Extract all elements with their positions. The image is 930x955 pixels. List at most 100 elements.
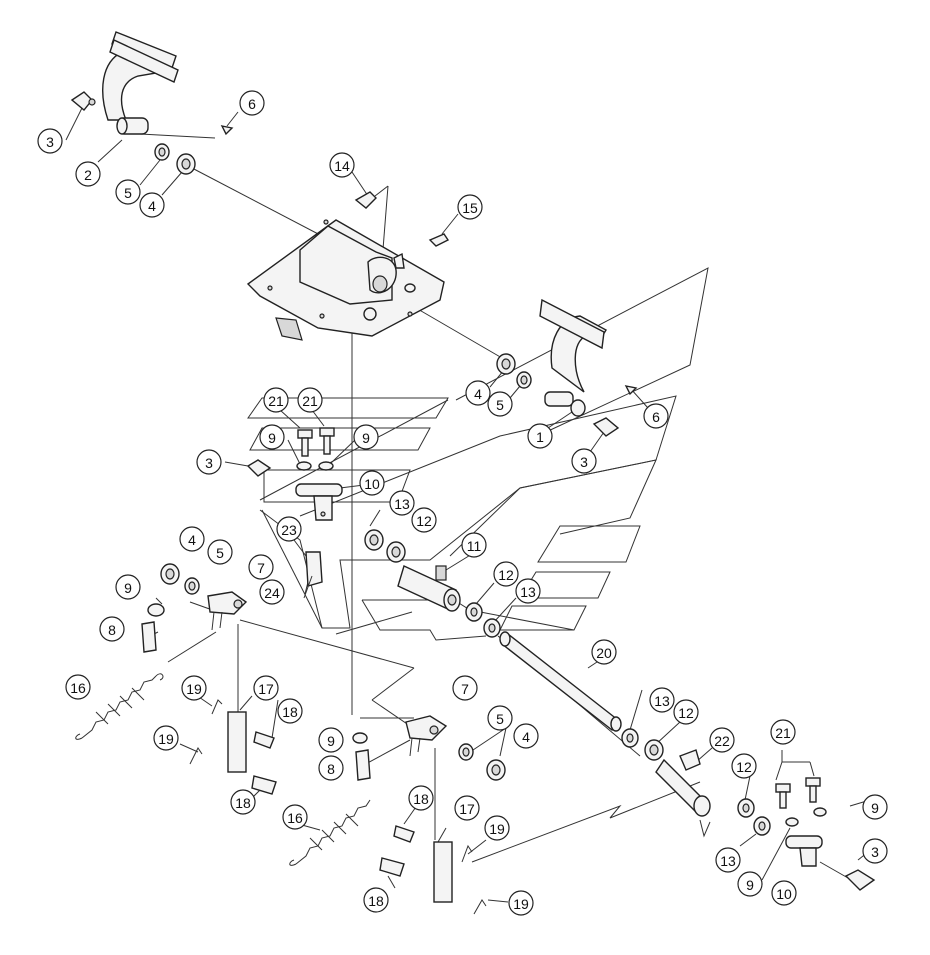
callout-circle [411,507,437,533]
callout-number: 3 [205,455,213,471]
callout-8: 8 [99,616,125,642]
callout-circle [715,847,741,873]
callout-number: 18 [368,893,384,909]
callout-number: 2 [84,167,92,183]
callout-circle [153,725,179,751]
cotter-6-upper [220,125,234,136]
callout-circle [515,578,541,604]
mounting-bracket-part [246,219,445,341]
callout-number: 14 [334,158,350,174]
pedal-right-part [539,298,638,417]
callout-circle [207,539,233,565]
callout-number: 8 [327,761,335,777]
callout-circle [591,639,617,665]
callout-number: 5 [496,397,504,413]
callout-circle [263,387,289,413]
callout-18: 18 [363,887,389,913]
callout-number: 3 [46,134,54,150]
callout-3: 3 [196,449,222,475]
callout-number: 8 [108,622,116,638]
callout-circle [37,128,63,154]
callout-18: 18 [408,785,434,811]
callout-circle [770,719,796,745]
callout-number: 4 [148,198,156,214]
callout-15: 15 [457,194,483,220]
callout-circle [527,423,553,449]
callout-circle [408,785,434,811]
callout-5: 5 [487,391,513,417]
callout-number: 19 [158,731,174,747]
callout-number: 11 [467,538,482,554]
callout-number: 17 [258,681,274,697]
callout-5: 5 [115,179,141,205]
callout-circle [571,448,597,474]
callout-number: 21 [302,393,318,409]
callout-circle [731,753,757,779]
callout-number: 12 [498,567,514,583]
bushings-13-12-right [621,728,664,761]
pin-15 [428,233,450,247]
pin-3-right [592,417,620,437]
right-linkage-7 [352,715,448,781]
callout-12: 12 [673,699,699,725]
callout-number: 19 [186,681,202,697]
callout-6: 6 [239,90,265,116]
callout-13: 13 [515,578,541,604]
pivot-10-upper [295,483,343,521]
callout-number: 10 [776,886,792,902]
callout-number: 9 [746,877,754,893]
spring-16-lower [289,799,371,866]
callout-3: 3 [571,448,597,474]
callout-9: 9 [353,424,379,450]
callout-circle [277,698,303,724]
callout-number: 10 [364,476,380,492]
callout-7: 7 [248,554,274,580]
callout-number: 24 [264,585,280,601]
callout-17: 17 [253,675,279,701]
bushings-12-13-far-right [737,798,771,836]
callout-16: 16 [282,804,308,830]
callout-number: 7 [257,560,265,576]
callout-number: 4 [188,532,196,548]
callout-19: 19 [508,890,534,916]
callout-5: 5 [207,539,233,565]
callout-14: 14 [329,152,355,178]
callout-number: 20 [596,645,612,661]
bushings-12-13-lower [465,602,501,638]
pin-3-mid-left [246,459,272,477]
callout-circle [276,516,302,542]
callout-circle [239,90,265,116]
callout-circle [318,727,344,753]
callout-number: 15 [462,200,478,216]
callout-circle [771,880,797,906]
callout-number: 13 [520,584,536,600]
leader-lines [65,107,871,903]
callout-number: 17 [459,801,475,817]
callout-number: 9 [268,430,276,446]
callout-21: 21 [263,387,289,413]
callout-19: 19 [181,675,207,701]
callout-6: 6 [643,403,669,429]
callout-19: 19 [153,725,179,751]
callout-circle [484,815,510,841]
callout-circle [115,574,141,600]
callout-number: 5 [216,545,224,561]
callout-number: 3 [871,844,879,860]
callout-circle [282,804,308,830]
callout-number: 18 [413,791,429,807]
callout-circle [353,424,379,450]
callout-number: 9 [362,430,370,446]
callout-3: 3 [862,838,888,864]
callout-9: 9 [318,727,344,753]
pin-14 [354,191,377,209]
callout-3: 3 [37,128,63,154]
callout-circle [513,723,539,749]
callout-10: 10 [359,470,385,496]
callout-circle [454,795,480,821]
callout-24: 24 [259,579,285,605]
callout-number: 21 [268,393,284,409]
callout-number: 12 [736,759,752,775]
callout-4: 4 [465,380,491,406]
callout-12: 12 [731,753,757,779]
callout-4: 4 [139,192,165,218]
